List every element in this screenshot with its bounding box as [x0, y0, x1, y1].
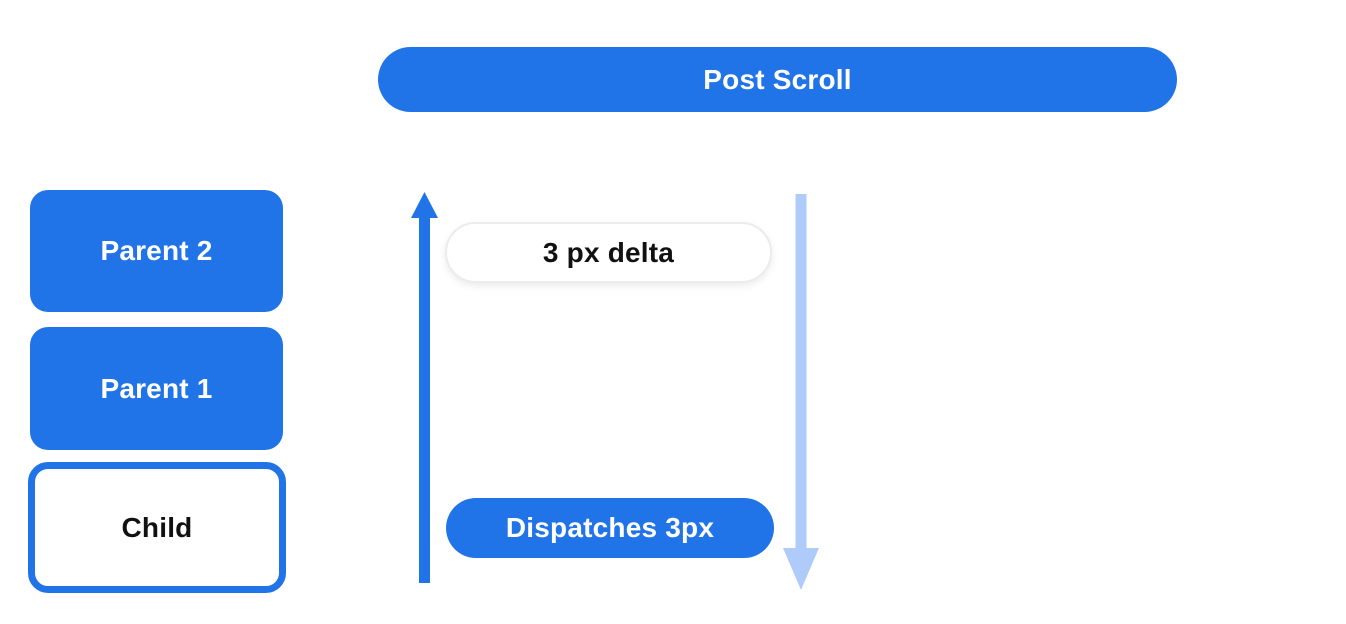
delta-label: 3 px delta — [542, 236, 675, 268]
child-box: Child — [28, 462, 286, 593]
child-label: Child — [121, 511, 193, 543]
parent-2-box: Parent 2 — [30, 190, 283, 312]
parent-1-label: Parent 1 — [100, 372, 213, 404]
parent-1-box: Parent 1 — [30, 327, 283, 450]
parent-2-label: Parent 2 — [100, 235, 213, 266]
dispatch-pill: Dispatches 3px — [446, 498, 774, 558]
arrow-down-icon — [783, 194, 819, 590]
post-scroll-banner: Post Scroll — [378, 47, 1177, 112]
dispatch-label: Dispatches 3px — [505, 512, 715, 543]
arrow-up-icon — [411, 192, 438, 583]
delta-pill: 3 px delta — [445, 222, 772, 283]
post-scroll-label: Post Scroll — [703, 63, 852, 95]
